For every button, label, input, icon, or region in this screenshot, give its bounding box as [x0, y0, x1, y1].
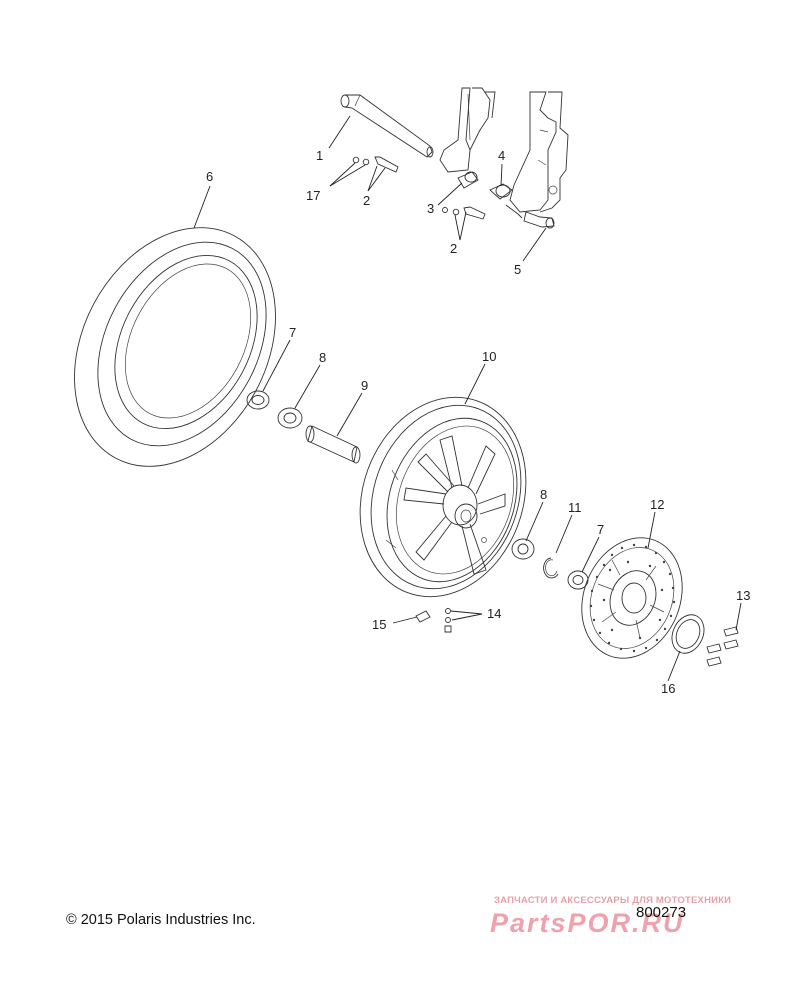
spacer-4 [489, 183, 513, 200]
valve-stem [415, 608, 452, 633]
disc-bolts [706, 626, 739, 667]
callout-14: 14 [487, 606, 501, 621]
watermark-logo: PartsPOR.RU [490, 908, 685, 938]
callout-10: 10 [482, 349, 496, 364]
snap-ring [543, 557, 559, 579]
callout-9: 9 [361, 378, 368, 393]
tone-ring [671, 614, 705, 654]
wheel-rim [359, 396, 527, 598]
bearing-right [511, 538, 535, 560]
callout-8-left: 8 [319, 350, 326, 365]
callout-12: 12 [650, 497, 664, 512]
callout-13: 13 [736, 588, 750, 603]
seal-left [246, 390, 270, 410]
callout-1: 1 [316, 148, 323, 163]
spacer-tube [305, 425, 361, 464]
watermark-tagline: ЗАПЧАСТИ И АКСЕССУАРЫ ДЛЯ МОТОТЕХНИКИ [494, 895, 732, 906]
figure-number: 800273 [636, 904, 687, 921]
callout-7-right: 7 [597, 522, 604, 537]
callout-16: 16 [661, 681, 675, 696]
callout-11: 11 [568, 500, 582, 515]
callout-4: 4 [498, 148, 505, 163]
front-axle [340, 94, 434, 158]
copyright-notice: © 2015 Polaris Industries Inc. [66, 912, 256, 928]
callout-8-right: 8 [540, 487, 547, 502]
callout-numbers: 1 17 2 3 4 2 5 6 7 8 9 10 8 11 7 12 13 1… [206, 148, 750, 696]
seal-right [567, 570, 589, 590]
callout-15: 15 [372, 617, 386, 632]
fork-legs [439, 87, 569, 219]
brake-disc [581, 537, 683, 659]
callout-5: 5 [514, 262, 521, 277]
leader-lines [193, 115, 742, 682]
tire [74, 227, 276, 467]
spacer-3 [457, 171, 479, 189]
bearing-left [277, 407, 303, 429]
callout-2-lower: 2 [450, 241, 457, 256]
callout-3: 3 [427, 201, 434, 216]
pinch-bolts [352, 156, 486, 220]
callout-2-upper: 2 [363, 193, 370, 208]
callout-6: 6 [206, 169, 213, 184]
callout-7-left: 7 [289, 325, 296, 340]
callout-17: 17 [306, 188, 320, 203]
bolt-5 [523, 211, 555, 229]
